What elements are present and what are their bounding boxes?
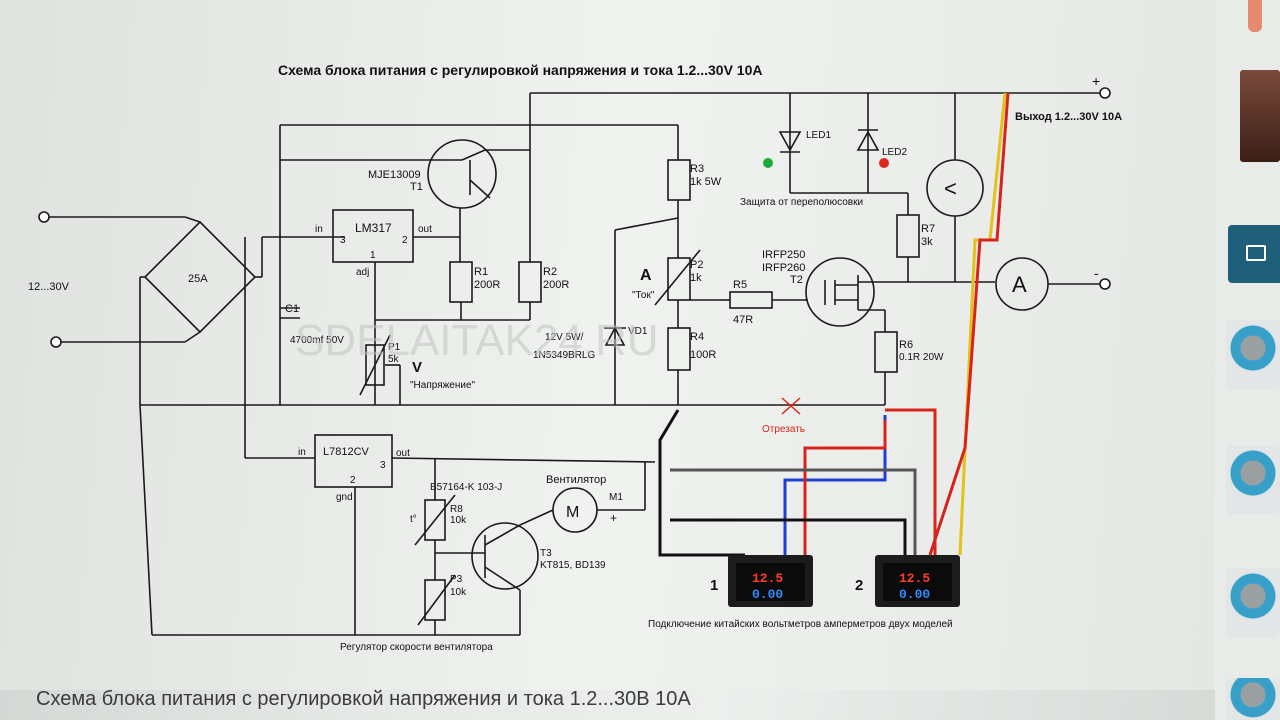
- r6-value: 0.1R 20W: [899, 352, 944, 363]
- r1-ref: R1: [474, 266, 488, 278]
- r2-value: 200R: [543, 279, 569, 291]
- r1-value: 200R: [474, 279, 500, 291]
- fan-label: Вентилятор: [546, 474, 606, 486]
- avatar-icon[interactable]: [1226, 320, 1280, 390]
- meter1-volts: 12.5: [752, 571, 783, 586]
- output-label: Выход 1.2...30V 10A: [1015, 111, 1122, 123]
- cut-label: Отрезать: [762, 424, 805, 435]
- thumbnail-image[interactable]: [1240, 70, 1280, 162]
- vd1-ref: VD1: [628, 326, 648, 337]
- p3-ref: P3: [450, 574, 463, 585]
- vd1-value1: 12V 5W/: [545, 332, 584, 343]
- plus-sign: +: [1092, 73, 1100, 89]
- page-caption: Схема блока питания с регулировкой напря…: [36, 688, 691, 710]
- lm317-pin2: 2: [402, 235, 408, 246]
- t1-ref: T1: [410, 181, 423, 193]
- scroll-indicator[interactable]: [1248, 0, 1262, 32]
- meter2-amps: 0.00: [899, 587, 930, 602]
- chat-button[interactable]: [1228, 225, 1280, 283]
- meter1-amps: 0.00: [752, 587, 783, 602]
- lm317-pin-in: in: [315, 224, 323, 235]
- avatar-icon[interactable]: [1226, 568, 1280, 638]
- voltage-label: "Напряжение": [410, 380, 476, 391]
- p2-ref: P2: [690, 259, 703, 271]
- minus-sign: -: [1094, 265, 1099, 281]
- lm317-pin-out: out: [418, 224, 432, 235]
- fan-regulator-label: Регулятор скорости вентилятора: [340, 642, 493, 653]
- r7-value: 3k: [921, 236, 933, 248]
- watermark: SDELAITAK24.RU: [295, 316, 659, 365]
- protection-label: Защита от переполюсовки: [740, 197, 863, 208]
- l7812-pin-in: in: [298, 447, 306, 458]
- p2-value: 1k: [690, 272, 702, 284]
- l7812-pin-gnd: gnd: [336, 492, 353, 503]
- l7812-pin3: 3: [380, 460, 386, 471]
- r7-ref: R7: [921, 223, 935, 235]
- r8-model: B57164-K 103-J: [430, 482, 502, 493]
- t1-model: MJE13009: [368, 169, 421, 181]
- lm317-pin3: 3: [340, 235, 346, 246]
- meter-2: [875, 555, 960, 607]
- r5-value: 47R: [733, 314, 753, 326]
- a-letter: A: [640, 267, 652, 284]
- r4-value: 100R: [690, 349, 716, 361]
- l7812-pin-out: out: [396, 448, 410, 459]
- fan-plus: +: [610, 511, 617, 525]
- lm317-pin-adj: adj: [356, 267, 369, 278]
- p1-value: 5k: [388, 354, 400, 365]
- avatar-icon[interactable]: [1226, 678, 1280, 720]
- input-label: 12...30V: [28, 281, 70, 293]
- power-supply-schematic: Схема блока питания с регулировкой напря…: [28, 62, 1122, 653]
- r8-value: 10k: [450, 515, 467, 526]
- p1-ref: P1: [388, 342, 401, 353]
- led1-label: LED1: [806, 130, 831, 141]
- l7812-pin2: 2: [350, 475, 356, 486]
- cut-mark: [781, 397, 801, 415]
- meter1-number: 1: [710, 577, 718, 594]
- r8-temp: t°: [410, 514, 417, 525]
- current-label: "Ток": [632, 290, 655, 301]
- r8-ref: R8: [450, 504, 463, 515]
- meter-1: [728, 555, 813, 607]
- v-letter: V: [412, 359, 422, 376]
- t2-model1: IRFP250: [762, 249, 805, 261]
- meter2-volts: 12.5: [899, 571, 930, 586]
- c1-value: 4700mf 50V: [290, 335, 344, 346]
- t3-value: KT815, BD139: [540, 560, 606, 571]
- r3-ref: R3: [690, 163, 704, 175]
- t3-ref: T3: [540, 548, 552, 559]
- r6-ref: R6: [899, 339, 913, 351]
- meters-caption: Подключение китайских вольтметров амперм…: [648, 619, 953, 630]
- chat-icon: [1246, 245, 1266, 261]
- t2-ref: T2: [790, 274, 803, 286]
- avatar-icon[interactable]: [1226, 445, 1280, 515]
- r4-ref: R4: [690, 331, 704, 343]
- m1-ref: M1: [609, 492, 623, 503]
- vd1-value2: 1N5349BRLG: [533, 350, 595, 361]
- r3-value: 1k 5W: [690, 176, 722, 188]
- led2-red-indicator: [879, 158, 889, 168]
- bridge-label: 25A: [188, 273, 208, 285]
- led1-green-indicator: [763, 158, 773, 168]
- led2-label: LED2: [882, 147, 907, 158]
- voltmeter-glyph: <: [944, 176, 957, 201]
- c1-ref: C1: [285, 303, 299, 315]
- r2-ref: R2: [543, 266, 557, 278]
- p3-value: 10k: [450, 587, 467, 598]
- r5-ref: R5: [733, 279, 747, 291]
- l7812-label: L7812CV: [323, 446, 370, 458]
- diagram-title: Схема блока питания с регулировкой напря…: [278, 62, 763, 78]
- lm317-label: LM317: [355, 221, 392, 235]
- fan-m-glyph: M: [566, 504, 579, 521]
- meter2-number: 2: [855, 577, 863, 594]
- lm317-pin1: 1: [370, 250, 376, 261]
- t2-model2: IRFP260: [762, 262, 805, 274]
- ammeter-glyph: A: [1012, 272, 1027, 297]
